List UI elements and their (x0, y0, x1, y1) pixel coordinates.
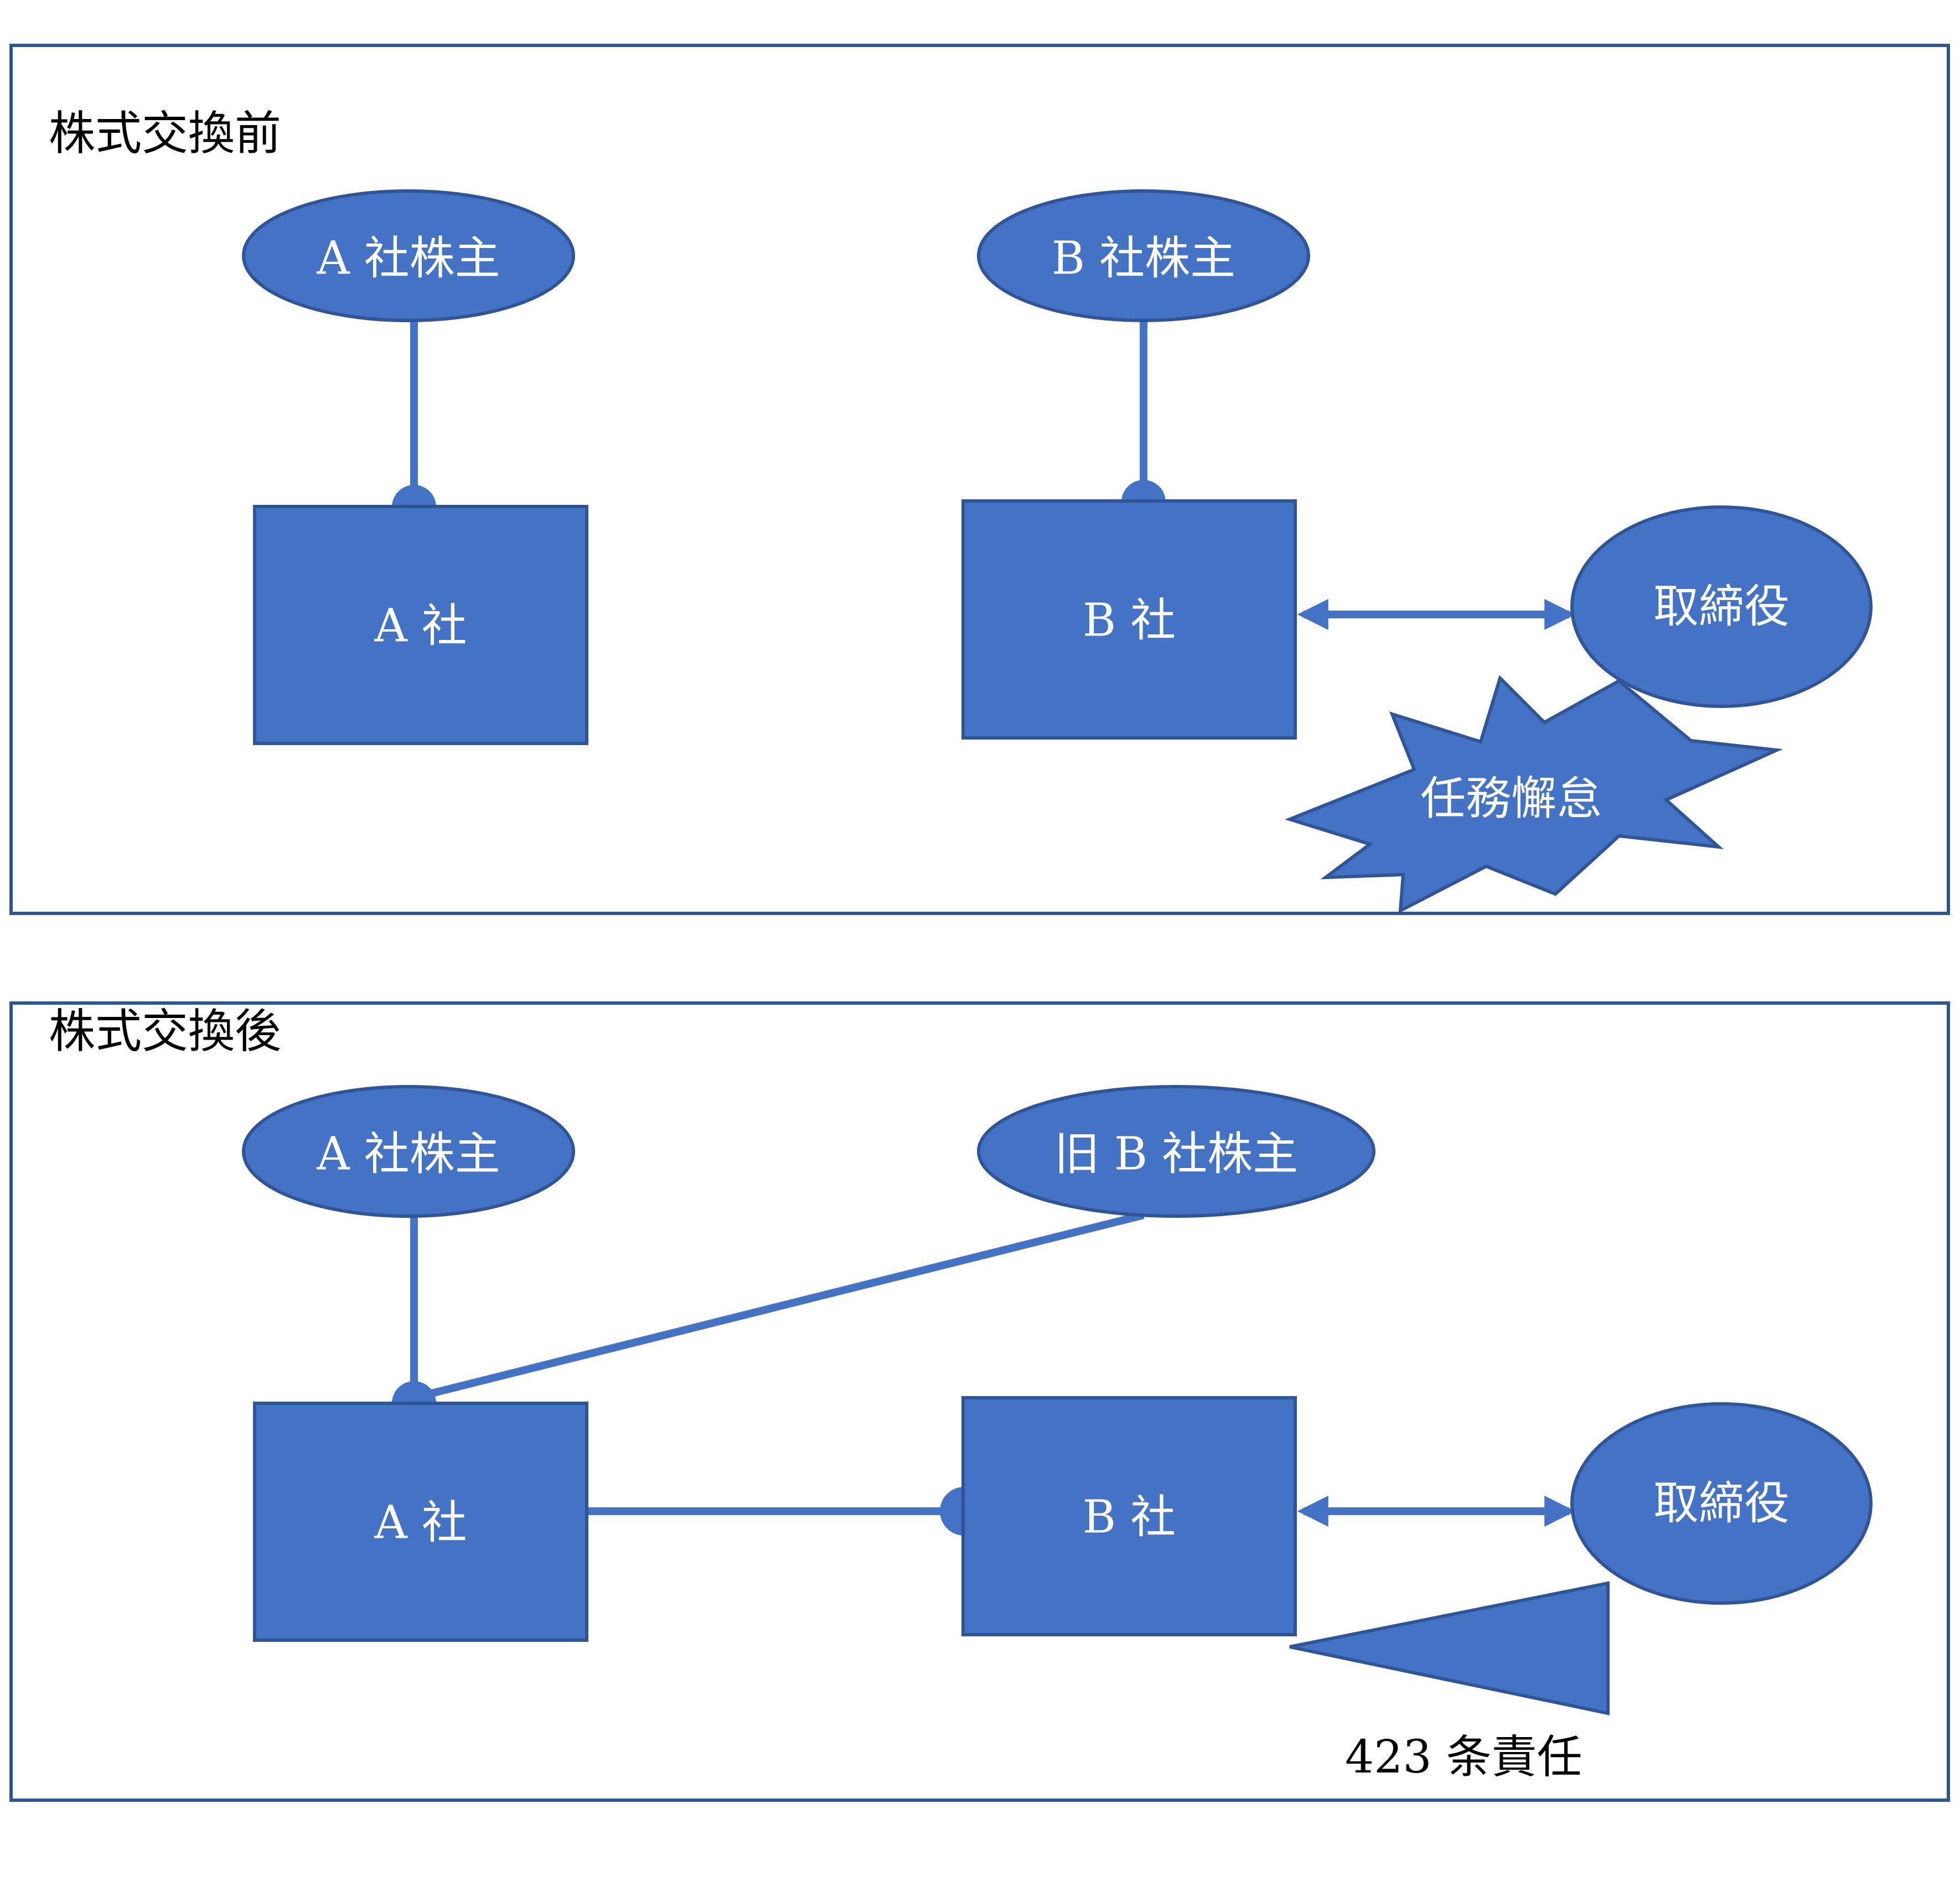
after-company-a-box (253, 1402, 588, 1642)
before-company-a-box (253, 505, 588, 745)
before-title: 株式交換前 (49, 106, 281, 161)
before-company-a-label: A 社 (374, 600, 467, 653)
after-former-b-ownership-line (413, 1211, 1145, 1402)
before-directors-ellipse (1570, 505, 1873, 708)
before-company-b-box (961, 499, 1297, 740)
liability-triangle (1289, 1581, 1610, 1715)
former-b-shareholders-ellipse (977, 1085, 1375, 1218)
after-company-b-label: B 社 (1083, 1491, 1176, 1544)
before-b-shareholders-label: B 社株主 (1052, 232, 1235, 285)
after-title: 株式交換後 (49, 1004, 281, 1058)
before-b-shareholders-ellipse (977, 189, 1310, 322)
after-a-shareholders-ellipse (242, 1085, 575, 1218)
before-a-shareholders-ellipse (242, 189, 575, 322)
neglect-of-duty-label: 任務懈怠 (1420, 773, 1602, 825)
before-directors-label: 取締役 (1653, 581, 1790, 633)
after-directors-label: 取締役 (1653, 1477, 1790, 1530)
after-directors-ellipse (1570, 1402, 1873, 1605)
before-company-b-label: B 社 (1083, 595, 1176, 647)
liability-note: 423 条責任 (1345, 1731, 1583, 1784)
after-company-b-box (961, 1396, 1297, 1636)
after-a-shareholders-label: A 社株主 (316, 1128, 500, 1181)
before-a-shareholders-label: A 社株主 (316, 232, 500, 285)
former-b-shareholders-label: 旧 B 社株主 (1054, 1128, 1298, 1181)
after-company-a-label: A 社 (374, 1497, 467, 1549)
neglect-of-duty-burst (1285, 675, 1783, 914)
